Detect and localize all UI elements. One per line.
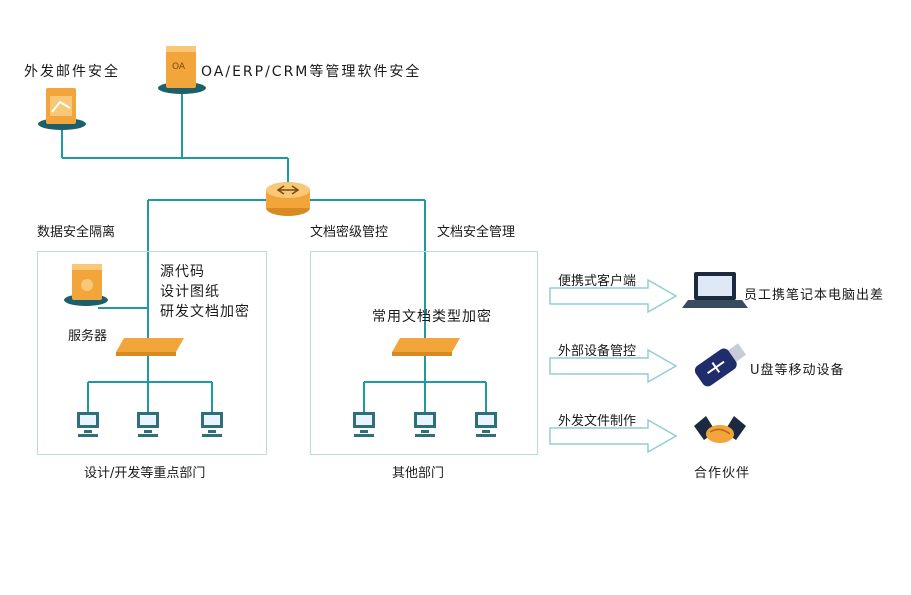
other-department-label: 其他部门 (392, 466, 445, 481)
laptop-icon (682, 272, 748, 308)
computer-icon (77, 412, 99, 437)
email-security-label: 外发邮件安全 (24, 64, 120, 80)
usb-target-label: U盘等移动设备 (750, 363, 845, 378)
partner-target-label: 合作伙伴 (694, 466, 751, 481)
oa-security-label: OA/ERP/CRM等管理软件安全 (201, 64, 422, 80)
computer-icon (475, 412, 497, 437)
doc-security-label: 文档安全管理 (437, 225, 516, 240)
encrypt-list-label: 源代码 设计图纸 研发文档加密 (160, 264, 250, 320)
computer-icon (137, 412, 159, 437)
laptop-target-label: 员工携笔记本电脑出差 (744, 288, 885, 303)
right-switch-icon (392, 338, 460, 356)
portable-client-label: 便携式客户端 (558, 274, 637, 289)
usb-drive-icon (694, 343, 747, 387)
device-control-label: 外部设备管控 (558, 344, 637, 359)
handshake-icon (694, 416, 746, 443)
server-label: 服务器 (68, 329, 108, 344)
server-icon (64, 264, 108, 306)
arrow-outgoing (549, 418, 678, 454)
oa-badge: OA (172, 62, 186, 72)
key-department-region (37, 251, 267, 455)
arrow-device (549, 348, 678, 384)
common-doc-encrypt-label: 常用文档类型加密 (372, 309, 492, 325)
arrow-portable (549, 278, 678, 314)
computer-icon (414, 412, 436, 437)
data-isolation-label: 数据安全隔离 (37, 225, 116, 240)
left-switch-icon (116, 338, 184, 356)
key-department-label: 设计/开发等重点部门 (84, 466, 206, 481)
oa-software-icon (158, 46, 206, 94)
doc-level-label: 文档密级管控 (310, 225, 389, 240)
pc-group-left (77, 412, 223, 437)
outgoing-file-label: 外发文件制作 (558, 414, 637, 429)
computer-icon (201, 412, 223, 437)
computer-icon (353, 412, 375, 437)
other-department-region (310, 251, 538, 455)
central-hub-icon (266, 182, 310, 216)
email-security-icon (38, 88, 86, 130)
pc-group-right (353, 412, 497, 437)
